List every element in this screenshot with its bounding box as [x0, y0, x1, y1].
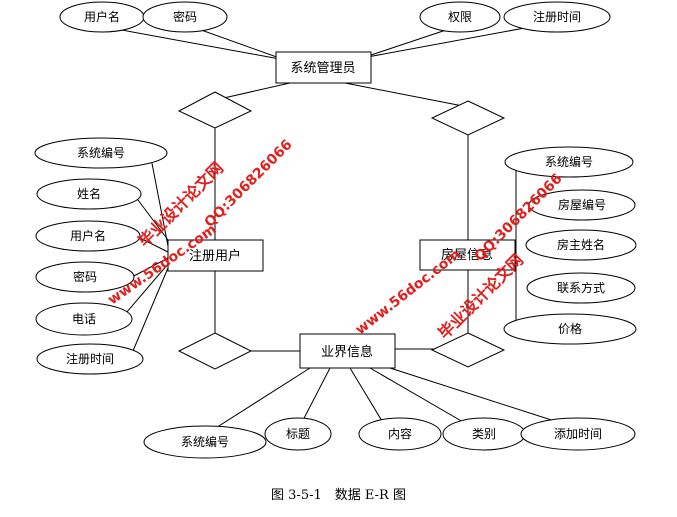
attribute-label: 姓名: [77, 186, 101, 201]
entity-biz-label: 业界信息: [321, 344, 373, 360]
attribute-label: 系统编号: [545, 154, 593, 169]
attribute: [526, 272, 636, 304]
attribute: [35, 261, 135, 293]
attribute-label: 注册时间: [66, 351, 114, 366]
attribute-label: 价格: [558, 321, 582, 336]
attribute: [504, 146, 634, 178]
attribute-label: 电话: [72, 312, 96, 326]
entity-user-label: 注册用户: [189, 248, 241, 264]
relation-diamond: [177, 91, 253, 129]
attribute-label: 内容: [388, 426, 412, 441]
attribute: [503, 1, 611, 33]
attribute: [520, 417, 636, 451]
attribute: [35, 302, 133, 336]
attribute-label: 注册时间: [533, 9, 581, 24]
relation-diamond: [430, 332, 506, 368]
attribute: [503, 313, 637, 345]
entity-house-label: 房屋信息: [441, 247, 493, 263]
attribute-label: 房屋编号: [558, 197, 606, 212]
watermark-qq: QQ:306826066: [202, 137, 296, 231]
attribute: [35, 220, 141, 252]
attribute-label: 用户名: [70, 228, 106, 243]
attribute: [36, 343, 144, 375]
attribute-label: 房主姓名: [557, 237, 605, 252]
attribute-label: 标题: [286, 427, 310, 441]
relation-diamond: [430, 100, 506, 136]
attribute-label: 系统编号: [181, 434, 229, 449]
attribute: [34, 137, 168, 169]
attribute-label: 添加时间: [554, 427, 602, 441]
attribute-label: 联系方式: [557, 280, 605, 295]
attribute-label: 密码: [173, 9, 197, 24]
attribute: [36, 178, 142, 210]
attribute-label: 权限: [448, 10, 472, 24]
entity-house: [419, 239, 516, 271]
attribute: [419, 1, 501, 33]
attribute-label: 系统编号: [77, 145, 125, 160]
entity-biz: [299, 333, 396, 369]
attribute: [358, 417, 442, 451]
attribute: [142, 1, 228, 33]
attribute-label: 类别: [472, 427, 496, 441]
entity-admin: [275, 51, 372, 84]
entity-admin-label: 系统管理员: [290, 61, 355, 76]
attribute: [528, 189, 636, 221]
attribute: [525, 229, 637, 261]
relation-diamond: [177, 332, 253, 370]
er-diagram: 系统管理员 注册用户 房屋信息 业界信息 用户名 密码 权限 注册时间: [34, 1, 637, 459]
attribute: [264, 417, 332, 451]
figure-caption: 图 3-5-1 数据 E-R 图: [271, 488, 406, 503]
attribute-label: 密码: [73, 269, 97, 284]
attribute-label: 用户名: [84, 9, 120, 24]
entity-user: [167, 239, 264, 272]
attribute: [143, 425, 267, 459]
